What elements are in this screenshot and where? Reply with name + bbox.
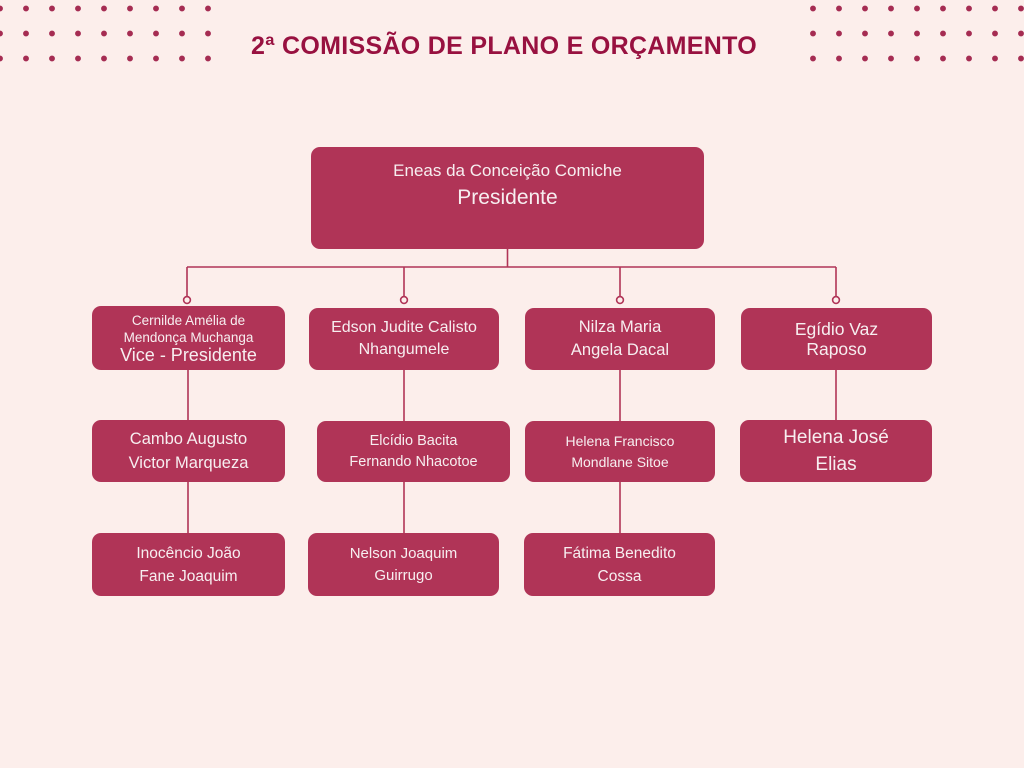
org-node-member: Nilza Maria Angela Dacal — [525, 308, 715, 370]
connector-ring-col1 — [182, 295, 192, 305]
member-name-line: Fátima Benedito — [563, 544, 676, 562]
org-node-member: Helena Francisco Mondlane Sitoe — [525, 421, 715, 482]
member-name-line: Elias — [815, 454, 857, 475]
member-name-line: Victor Marqueza — [128, 454, 249, 472]
member-name-line: Helena Francisco — [565, 432, 675, 449]
org-node-vice-president: Cernilde Amélia de Mendonça Muchanga Vic… — [92, 306, 285, 370]
member-name-line: Mondlane Sitoe — [571, 453, 669, 470]
member-name-line: Fernando Nhacotoe — [349, 453, 478, 470]
connector-ring-col3 — [615, 295, 625, 305]
member-name-line: Elcídio Bacita — [369, 432, 458, 449]
org-node-member: Egídio Vaz Raposo — [741, 308, 932, 370]
connector-ring-col2 — [399, 295, 409, 305]
member-name-line: Cambo Augusto — [129, 430, 248, 448]
org-node-member: Elcídio Bacita Fernando Nhacotoe — [317, 421, 510, 482]
member-name-line: Angela Dacal — [570, 341, 670, 359]
org-node-president: Eneas da Conceição Comiche Presidente — [311, 147, 704, 249]
member-name-line: Cossa — [597, 567, 642, 585]
org-node-member: Helena José Elias — [740, 420, 932, 482]
president-role: Presidente — [457, 186, 558, 209]
member-name-line: Nelson Joaquim — [349, 544, 458, 562]
member-name-line: Egídio Vaz — [794, 319, 879, 339]
org-node-member: Fátima Benedito Cossa — [524, 533, 715, 596]
member-name-line: Raposo — [806, 339, 867, 359]
member-name-line: Fane Joaquim — [139, 567, 238, 585]
org-node-member: Inocêncio João Fane Joaquim — [92, 533, 285, 596]
org-node-member: Edson Judite Calisto Nhangumele — [309, 308, 499, 370]
president-name: Eneas da Conceição Comiche — [393, 161, 622, 180]
member-name-line: Mendonça Muchanga — [123, 329, 254, 345]
dots-pattern-left — [0, 0, 227, 72]
member-role: Vice - Presidente — [120, 344, 257, 365]
member-name-line: Helena José — [783, 427, 889, 448]
member-name-line: Nilza Maria — [578, 318, 662, 336]
connector-ring-col4 — [831, 295, 841, 305]
dots-pattern-right — [800, 0, 1024, 72]
member-name-line: Inocêncio João — [136, 544, 241, 562]
member-name-line: Nhangumele — [358, 341, 450, 358]
member-name-line: Guirrugo — [374, 566, 433, 584]
org-node-member: Cambo Augusto Victor Marqueza — [92, 420, 285, 482]
member-name-line: Edson Judite Calisto — [331, 319, 477, 336]
org-node-member: Nelson Joaquim Guirrugo — [308, 533, 499, 596]
page-title: 2ª COMISSÃO DE PLANO E ORÇAMENTO — [251, 32, 757, 60]
member-name-line: Cernilde Amélia de — [131, 312, 246, 328]
